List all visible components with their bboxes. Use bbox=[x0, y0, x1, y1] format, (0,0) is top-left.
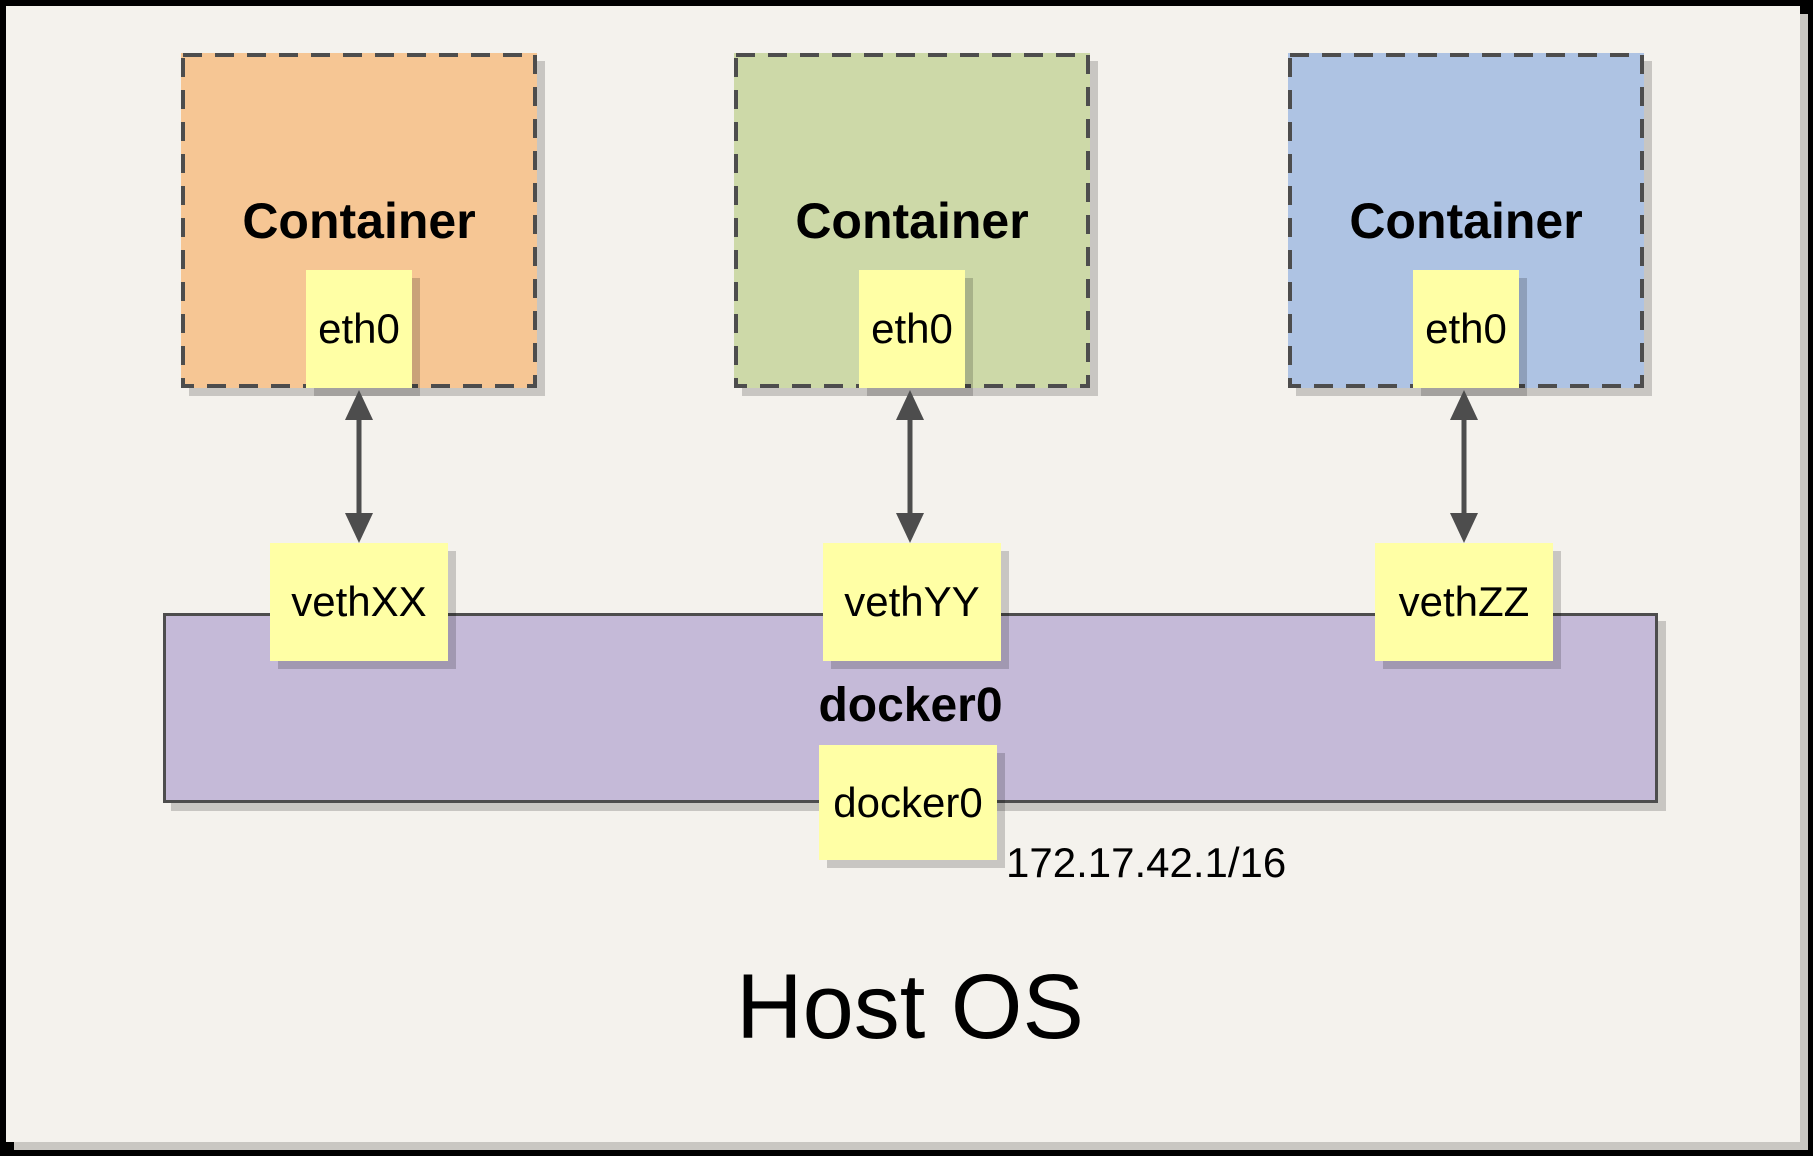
container-box-3: Container eth0 bbox=[1288, 53, 1644, 388]
vethxx-label: vethXX bbox=[291, 578, 427, 625]
eth0-interface-note-2: eth0 bbox=[859, 270, 965, 388]
bridge-ip-address: 172.17.42.1/16 bbox=[1006, 839, 1287, 886]
docker0-bridge-title: docker0 bbox=[818, 679, 1003, 732]
eth0-interface-note-3: eth0 bbox=[1413, 270, 1519, 388]
vethzz-label: vethZZ bbox=[1398, 578, 1530, 625]
container-label-3: Container bbox=[1349, 192, 1583, 249]
container-box-1: Container eth0 bbox=[181, 53, 537, 388]
container-box-2: Container eth0 bbox=[734, 53, 1090, 388]
vethyy-label: vethYY bbox=[844, 578, 980, 625]
container-dashed-border bbox=[734, 53, 1090, 388]
eth0-interface-note-1: eth0 bbox=[306, 270, 412, 388]
vethzz-interface-note: vethZZ bbox=[1375, 543, 1553, 661]
eth0-label-3: eth0 bbox=[1425, 305, 1507, 352]
vethxx-interface-note: vethXX bbox=[270, 543, 448, 661]
veth-connection-arrow-3 bbox=[1450, 390, 1478, 543]
docker0-interface-label: docker0 bbox=[833, 778, 983, 826]
container-dashed-border bbox=[181, 53, 537, 388]
docker0-interface-note: docker0 bbox=[819, 745, 997, 860]
container-label-2: Container bbox=[795, 192, 1029, 249]
container-dashed-border bbox=[1288, 53, 1644, 388]
eth0-label-1: eth0 bbox=[318, 305, 400, 352]
eth0-label-2: eth0 bbox=[871, 305, 953, 352]
veth-connection-arrow-1 bbox=[345, 390, 373, 543]
veth-connection-arrow-2 bbox=[896, 390, 924, 543]
host-os-label: Host OS bbox=[736, 956, 1084, 1058]
vethyy-interface-note: vethYY bbox=[823, 543, 1001, 661]
container-label-1: Container bbox=[242, 192, 476, 249]
